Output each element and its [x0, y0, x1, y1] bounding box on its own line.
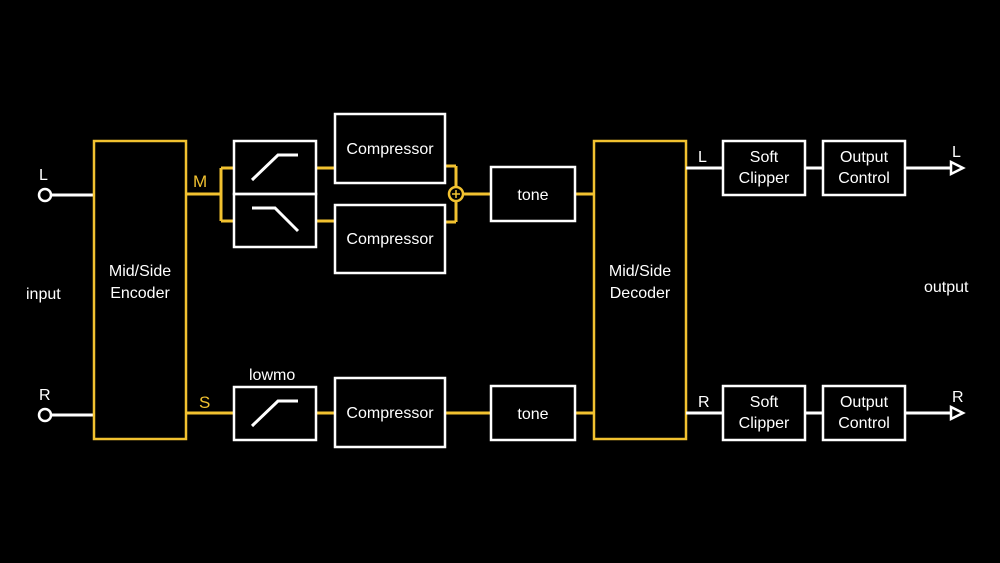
side-tone-label: tone [517, 406, 548, 423]
right-control-line1: Output [840, 394, 889, 411]
encoder-label-line1: Mid/Side [109, 263, 171, 280]
right-output-control-block: Output Control [821, 384, 907, 442]
output-right-arrow-icon [949, 404, 966, 422]
left-clipper-line2: Clipper [739, 170, 790, 187]
mid-chain-wiring [186, 164, 594, 224]
input-right-jack-icon [37, 407, 53, 423]
left-clipper-line1: Soft [750, 149, 779, 166]
mid-compressor-low-block: Compressor [333, 203, 447, 275]
lowpass-filter-icon [252, 206, 300, 233]
input-left-jack-icon [37, 187, 53, 203]
summing-node-icon [447, 185, 465, 203]
left-soft-clipper-block: Soft Clipper [721, 139, 807, 197]
mid-tone-label: tone [517, 187, 548, 204]
decoder-label-line1: Mid/Side [609, 263, 671, 280]
right-soft-clipper-block: Soft Clipper [721, 384, 807, 442]
side-channel-label: S [199, 393, 210, 412]
output-left-arrow-icon [949, 159, 966, 177]
output-wiring [686, 166, 952, 415]
side-tone-block: tone [489, 384, 577, 442]
mid-compressor-high-block: Compressor [333, 112, 447, 185]
side-compressor-label: Compressor [346, 405, 434, 422]
left-control-line1: Output [840, 149, 889, 166]
input-label: input [26, 286, 61, 303]
mid-lowpass-filter-block [232, 192, 318, 249]
mid-channel-label: M [193, 172, 207, 191]
mid-side-encoder-block: Mid/Side Encoder [92, 139, 188, 441]
encoder-label-line2: Encoder [110, 285, 170, 302]
mid-highpass-filter-block [232, 139, 318, 196]
side-compressor-block: Compressor [333, 376, 447, 449]
side-filter-label: lowmo [249, 367, 295, 384]
left-output-control-block: Output Control [821, 139, 907, 197]
mid-compressor-low-label: Compressor [346, 231, 434, 248]
output-right-label: R [952, 389, 964, 406]
decoder-right-label: R [698, 394, 710, 411]
highpass-filter-icon [250, 153, 298, 182]
right-clipper-line1: Soft [750, 394, 779, 411]
mid-side-decoder-block: Mid/Side Decoder [592, 139, 688, 441]
right-clipper-line2: Clipper [739, 415, 790, 432]
highpass-filter-icon [250, 399, 298, 428]
decoder-label-line2: Decoder [610, 285, 671, 302]
right-control-line2: Control [838, 415, 890, 432]
input-left-label: L [39, 167, 48, 184]
input-right-label: R [39, 387, 51, 404]
output-label: output [924, 279, 969, 296]
left-control-line2: Control [838, 170, 890, 187]
mid-compressor-high-label: Compressor [346, 141, 434, 158]
output-left-label: L [952, 144, 961, 161]
decoder-left-label: L [698, 149, 707, 166]
mid-tone-block: tone [489, 165, 577, 223]
side-highpass-filter-block [232, 385, 318, 442]
